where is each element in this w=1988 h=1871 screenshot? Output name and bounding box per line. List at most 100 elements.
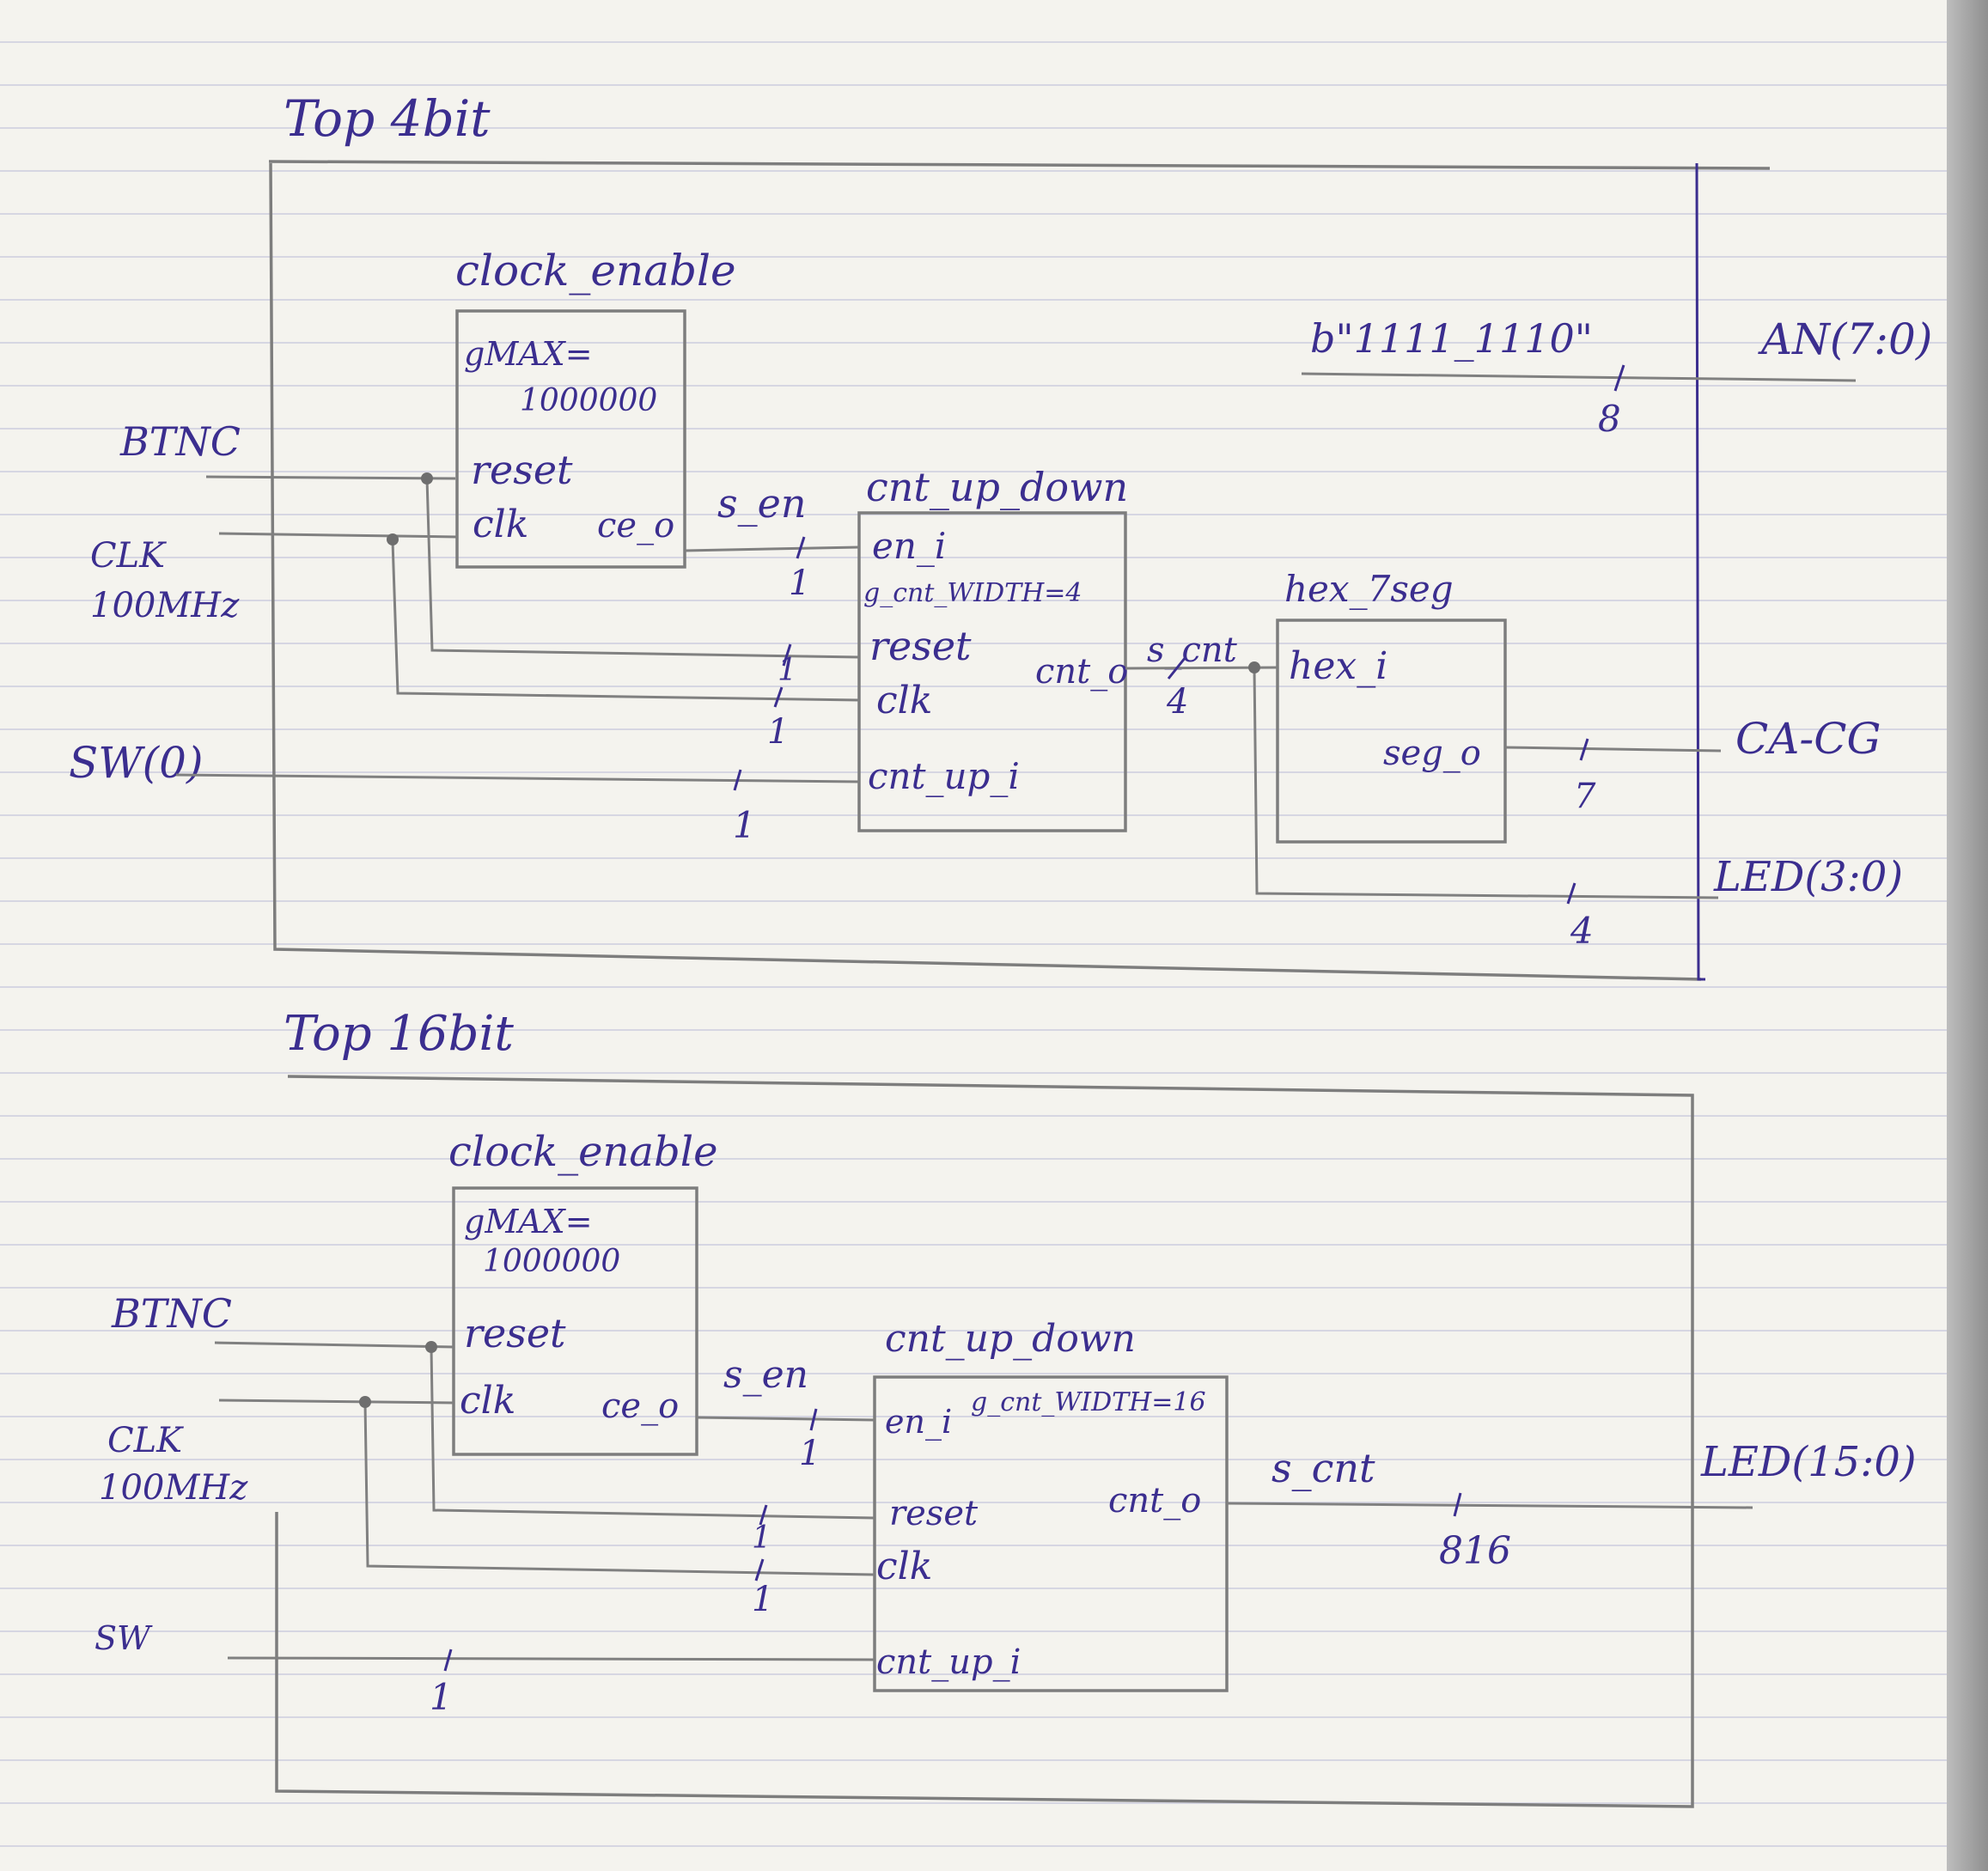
top16-ce-port-ce: ce_o xyxy=(601,1386,679,1426)
top4-width-seg: 7 xyxy=(1574,777,1596,816)
top4-output-ca: CA-CG xyxy=(1735,714,1881,764)
top16-input-sw: SW xyxy=(95,1619,153,1657)
top16-tick-sw xyxy=(443,1649,453,1672)
top16-cnt-title: cnt_up_down xyxy=(885,1317,1136,1361)
top16-tick-en xyxy=(809,1408,818,1431)
top16-signal-s-en: s_en xyxy=(723,1353,808,1397)
top4-cnt-port-clk: clk xyxy=(876,679,932,722)
top4-junction-btnc xyxy=(421,472,433,485)
top4-input-clk-2: 100MHz xyxy=(90,586,240,625)
top16-width-reset: 1 xyxy=(752,1521,771,1556)
top4-tick-led xyxy=(1566,882,1576,905)
top16-cnt-box xyxy=(873,1375,1229,1692)
top16-cnt-port-reset: reset xyxy=(889,1494,979,1533)
top4-tick-an xyxy=(1613,364,1625,392)
top4-width-clk: 1 xyxy=(767,712,789,752)
top4-frame xyxy=(268,160,1771,981)
top4-cnt-title: cnt_up_down xyxy=(866,464,1128,510)
top4-ce-generic-2: 1000000 xyxy=(520,383,657,418)
top4-input-clk-1: CLK xyxy=(90,536,167,576)
top16-width-led: 816 xyxy=(1439,1529,1511,1573)
top4-cnt-port-reset: reset xyxy=(869,623,972,669)
top16-ce-port-reset: reset xyxy=(464,1310,566,1356)
top16-cnt-port-dir: cnt_up_i xyxy=(876,1642,1021,1682)
top4-wire-clk xyxy=(218,532,860,702)
top4-input-sw: SW(0) xyxy=(69,738,203,788)
top4-hex-port-seg: seg_o xyxy=(1383,734,1481,773)
top4-signal-s-en: s_en xyxy=(717,480,806,527)
top4-cnt-port-dir: cnt_up_i xyxy=(868,755,1020,797)
top16-clock-enable-box xyxy=(452,1186,698,1456)
top16-cnt-port-clk: clk xyxy=(876,1545,932,1588)
top16-cnt-port-en: en_i xyxy=(885,1403,952,1441)
top4-wire-an xyxy=(1301,372,1857,382)
top4-junction-clk xyxy=(387,533,399,545)
top4-tick-seg xyxy=(1579,738,1589,761)
top16-input-btnc: BTNC xyxy=(111,1290,232,1337)
top4-cnt-box xyxy=(857,511,1127,832)
top16-cnt-port-cnt: cnt_o xyxy=(1108,1481,1201,1521)
top4-wire-seg xyxy=(1504,746,1722,753)
top4-tick-reset xyxy=(782,643,792,667)
top4-right-boundary xyxy=(1695,162,1705,981)
top-16bit-section: Top 16bit clock_enable gMAX= 1000000 res… xyxy=(95,1006,1917,1808)
top16-width-sw: 1 xyxy=(430,1676,453,1718)
top16-junction-btnc xyxy=(425,1341,437,1353)
top16-output-led: LED(15:0) xyxy=(1700,1438,1917,1486)
top4-width-an: 8 xyxy=(1598,398,1621,440)
top16-clock-enable-title: clock_enable xyxy=(448,1128,718,1176)
top4-ce-port-reset: reset xyxy=(471,447,573,493)
top4-tick-en xyxy=(796,536,806,559)
top16-title: Top 16bit xyxy=(284,1006,514,1062)
top4-width-sw: 1 xyxy=(733,804,756,846)
top4-wire-sw xyxy=(175,773,860,783)
top4-ce-port-clk: clk xyxy=(473,503,528,546)
top4-hex-title: hex_7seg xyxy=(1284,568,1454,610)
top4-output-an: AN(7:0) xyxy=(1758,314,1932,364)
top16-wire-s-en xyxy=(696,1416,875,1422)
top16-ce-generic-2: 1000000 xyxy=(483,1244,620,1279)
top16-width-en: 1 xyxy=(799,1434,820,1473)
top4-hex-port-hex: hex_i xyxy=(1289,644,1387,688)
top4-title: Top 4bit xyxy=(284,89,491,148)
top4-ce-generic-1: gMAX= xyxy=(464,335,593,373)
top4-signal-s-cnt: s_cnt xyxy=(1147,631,1238,670)
top4-clock-enable-box xyxy=(455,309,686,569)
top4-ce-port-ce: ce_o xyxy=(597,506,674,545)
top4-tick-sw xyxy=(733,769,742,791)
top16-wire-clk xyxy=(218,1399,875,1576)
top16-wire-cnt xyxy=(1226,1502,1753,1509)
top4-width-reset: 1 xyxy=(778,653,797,688)
top16-signal-s-cnt: s_cnt xyxy=(1271,1445,1375,1491)
top4-wire-s-cnt xyxy=(1125,666,1719,899)
top16-ce-port-clk: clk xyxy=(460,1379,515,1423)
top-4bit-section: Top 4bit clock_enable gMAX= 1000000 rese… xyxy=(69,89,1932,981)
top4-cnt-port-cnt: cnt_o xyxy=(1035,652,1128,692)
top4-an-constant: b"1111_1110" xyxy=(1310,315,1593,362)
top16-wire-sw xyxy=(227,1656,875,1661)
top16-input-clk-2: 100MHz xyxy=(99,1468,248,1508)
top4-tick-cnt xyxy=(1167,656,1187,680)
top4-cnt-generic: g_cnt_WIDTH=4 xyxy=(863,578,1082,608)
paper-edge xyxy=(1947,0,1988,1871)
top16-input-clk-1: CLK xyxy=(107,1421,184,1460)
top4-wire-s-en xyxy=(684,545,860,552)
top4-width-cnt: 4 xyxy=(1166,682,1188,722)
top4-width-led: 4 xyxy=(1570,910,1594,952)
top16-ce-generic-1: gMAX= xyxy=(464,1203,593,1240)
top16-tick-clk xyxy=(754,1558,765,1582)
top16-frame xyxy=(275,1075,1694,1808)
top4-output-led: LED(3:0) xyxy=(1713,853,1903,901)
top16-tick-reset xyxy=(759,1504,768,1526)
top4-cnt-port-en: en_i xyxy=(872,525,946,567)
top4-clock-enable-title: clock_enable xyxy=(455,246,736,296)
top4-width-en: 1 xyxy=(789,564,810,603)
top4-input-btnc: BTNC xyxy=(119,418,241,465)
top16-junction-clk xyxy=(359,1396,371,1408)
top16-width-clk: 1 xyxy=(752,1580,773,1619)
top4-tick-clk xyxy=(773,686,784,708)
top4-junction-s-cnt xyxy=(1248,661,1260,673)
top4-hex-box xyxy=(1276,619,1507,844)
